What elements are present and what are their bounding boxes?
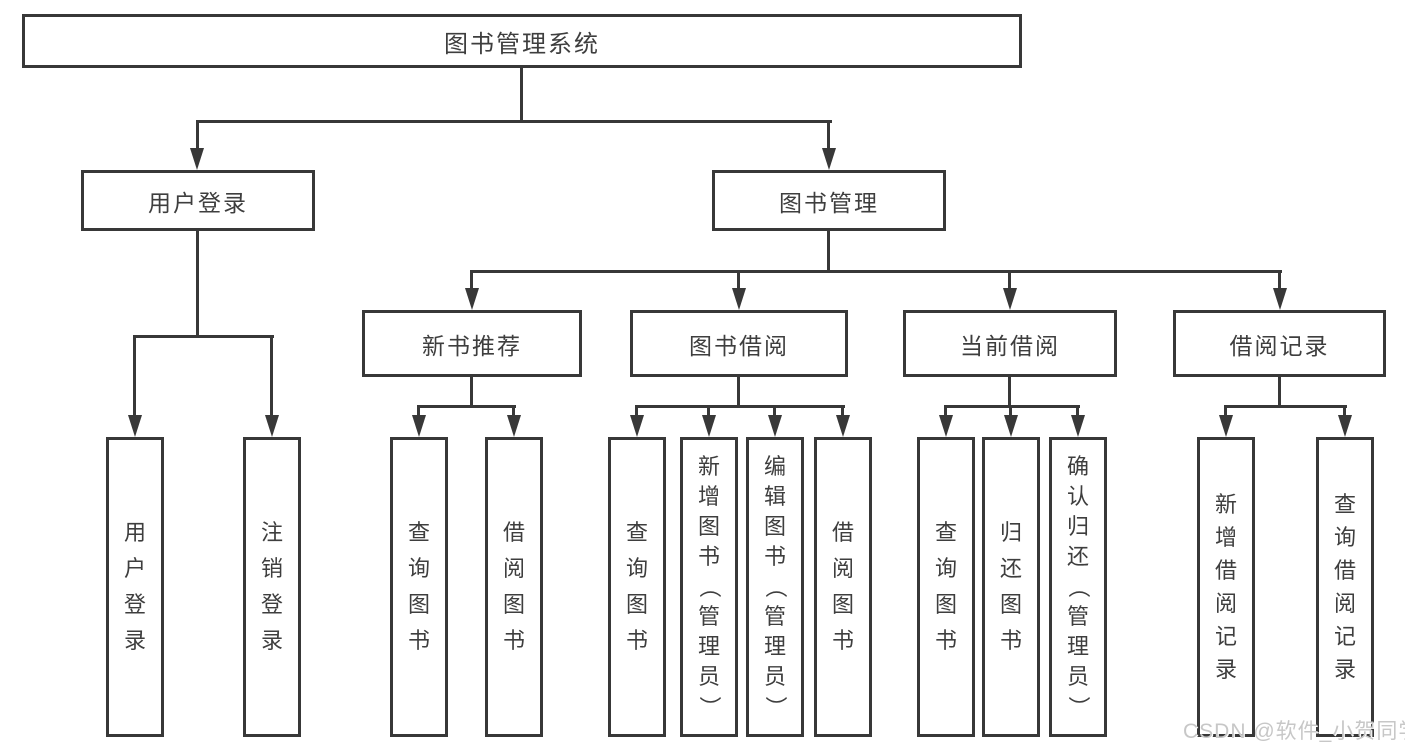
arrowhead-confirm-return [1071,415,1085,437]
leaf-borrow-books-borrowing: 借阅图书 [814,437,872,737]
bar-new-book-recommend [417,405,516,408]
leaf-label: 归还图书 [999,520,1022,653]
leaf-label: 查询借阅记录 [1333,491,1356,682]
arrowhead-user-login [190,148,204,170]
leaf-logout: 注销登录 [243,437,301,737]
node-book-borrowing: 图书借阅 [630,310,848,377]
arrowhead-return-books [1004,415,1018,437]
stem-new-book-recommend [470,377,473,408]
stem-user-login [196,231,199,338]
arrowhead-add-books [702,415,716,437]
leaf-label: 借阅图书 [502,520,525,653]
arrowhead-book-borrowing [732,288,746,310]
drop-borrow-books-2 [841,405,844,417]
node-root-library-system: 图书管理系统 [22,14,1022,68]
stem-book-management [827,231,830,273]
arrowhead-current-borrowing [1003,288,1017,310]
node-book-management: 图书管理 [712,170,946,231]
arrowhead-query-books-3 [939,415,953,437]
drop-borrowing-records [1278,270,1281,290]
drop-add-books [707,405,710,417]
node-label: 当前借阅 [960,332,1060,359]
drop-confirm-return [1076,405,1079,417]
node-label: 借阅记录 [1229,332,1330,359]
leaf-query-books-recommend: 查询图书 [390,437,448,737]
leaf-label: 借阅图书 [831,520,854,653]
leaf-label: 新增图书（管理员） [696,454,722,719]
arrowhead-borrow-books-2 [836,415,850,437]
node-user-login: 用户登录 [81,170,315,231]
arrowhead-query-books-2 [630,415,644,437]
drop-new-book-recommend [470,270,473,290]
node-label: 新书推荐 [422,332,522,359]
drop-query-books-2 [635,405,638,417]
drop-edit-books [773,405,776,417]
drop-leaf-logout [270,335,273,417]
leaf-edit-books-admin: 编辑图书（管理员） [746,437,804,737]
csdn-watermark: CSDN @软件_小贺同学 [1183,720,1405,743]
arrowhead-book-management [822,148,836,170]
drop-query-borrow-record [1343,405,1346,417]
leaf-label: 用户登录 [123,520,146,653]
arrowhead-borrow-books-1 [507,415,521,437]
arrowhead-edit-books [768,415,782,437]
leaf-label: 查询图书 [934,520,957,653]
drop-book-management [827,120,830,150]
drop-query-books-1 [417,405,420,417]
leaf-query-books-borrowing: 查询图书 [608,437,666,737]
leaf-borrow-books-recommend: 借阅图书 [485,437,543,737]
drop-add-borrow-record [1224,405,1227,417]
node-label: 用户登录 [148,189,248,216]
drop-leaf-user-login [133,335,136,417]
leaf-label: 确认归还（管理员） [1065,454,1091,719]
bar-current-borrowing [944,405,1080,408]
stem-borrowing-records [1278,377,1281,408]
arrowhead-add-borrow-record [1219,415,1233,437]
leaf-label: 查询图书 [407,520,430,653]
arrowhead-query-books-1 [412,415,426,437]
stem-current-borrowing [1008,377,1011,408]
leaf-label: 查询图书 [625,520,648,653]
leaf-query-books-current: 查询图书 [917,437,975,737]
arrowhead-borrowing-records [1273,288,1287,310]
leaf-query-borrow-record: 查询借阅记录 [1316,437,1374,737]
leaf-label: 编辑图书（管理员） [762,454,788,719]
arrowhead-query-borrow-record [1338,415,1352,437]
arrowhead-new-book-recommend [465,288,479,310]
leaf-user-login: 用户登录 [106,437,164,737]
arrowhead-leaf-user-login [128,415,142,437]
arrowhead-leaf-logout [265,415,279,437]
node-label: 图书管理 [779,189,879,216]
leaf-add-books-admin: 新增图书（管理员） [680,437,738,737]
drop-current-borrowing [1008,270,1011,290]
stem-book-borrowing [737,377,740,408]
node-new-book-recommend: 新书推荐 [362,310,582,377]
node-label: 图书借阅 [689,332,789,359]
bar-book-borrowing [635,405,845,408]
bar-borrowing-records [1224,405,1347,408]
leaf-confirm-return-admin: 确认归还（管理员） [1049,437,1107,737]
bar-level2 [196,120,832,123]
node-label: 图书管理系统 [444,30,600,58]
leaf-label: 新增借阅记录 [1214,491,1237,682]
leaf-label: 注销登录 [260,520,283,653]
bar-user-login [133,335,274,338]
node-borrowing-records: 借阅记录 [1173,310,1386,377]
drop-book-borrowing [737,270,740,290]
drop-borrow-books-1 [512,405,515,417]
stem-root [520,68,523,122]
drop-query-books-3 [944,405,947,417]
drop-user-login [196,120,199,150]
leaf-return-books: 归还图书 [982,437,1040,737]
bar-level3 [470,270,1282,273]
leaf-add-borrow-record: 新增借阅记录 [1197,437,1255,737]
drop-return-books [1009,405,1012,417]
node-current-borrowing: 当前借阅 [903,310,1117,377]
